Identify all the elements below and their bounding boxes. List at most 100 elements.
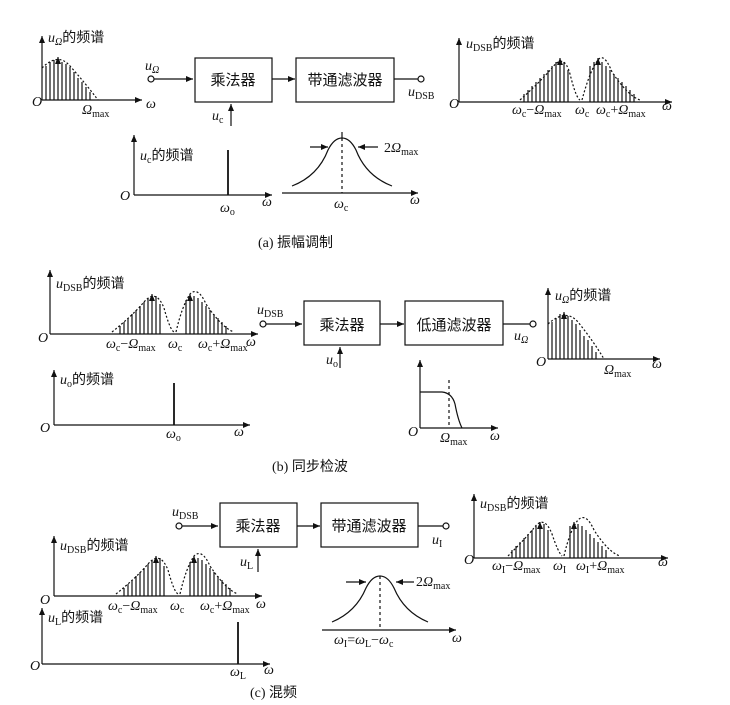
freq-label-wc-plus-c: ωc+Ωmax [200, 599, 250, 616]
spectrum-lines [119, 294, 227, 334]
caption-b: (b) 同步检波 [272, 460, 348, 475]
freq-label-wl: ωL [230, 665, 246, 682]
spectrum-u-l [39, 608, 270, 667]
lowpass-response-b [417, 360, 498, 431]
multiplier-block-a [194, 57, 273, 103]
spectrum-lines [511, 522, 607, 558]
axis-omega: ω [662, 99, 672, 114]
freq-label-wc-plus: ωc+Ωmax [596, 103, 646, 120]
axis-omega: ω [234, 425, 244, 440]
bandpass-block-a [295, 57, 395, 103]
origin-label: O [40, 421, 50, 436]
lowpass-block-b [404, 300, 504, 346]
origin-label: O [30, 659, 40, 674]
spectrum-u-o [51, 370, 250, 428]
freq-label-wc: ωc [575, 103, 590, 120]
spectrum-u-c [131, 135, 272, 198]
freq-label-wi-eq: ωI=ωL−ωc [334, 633, 394, 650]
freq-label-wi-plus: ωI+Ωmax [576, 559, 624, 576]
caption-c: (c) 混频 [250, 686, 298, 701]
label-u-o-spectrum: uo的频谱 [60, 372, 114, 390]
bandpass-label-a: 带通滤波器 [307, 71, 382, 89]
bandwidth-label-a: 2Ωmax [384, 141, 418, 158]
spectrum-u-omega-b [545, 288, 660, 362]
origin-label: O [449, 97, 459, 112]
bandpass-label-c: 带通滤波器 [331, 517, 406, 535]
section-b [47, 270, 660, 431]
axis-omega: ω [452, 631, 462, 646]
axis-omega: ω [658, 555, 668, 570]
spectrum-u-omega-a [39, 36, 142, 103]
spectrum-lines [551, 312, 597, 359]
origin-label: O [120, 189, 130, 204]
input-u-dsb-label-c: uDSB [172, 505, 199, 522]
lowpass-label-b: 低通滤波器 [416, 316, 491, 334]
omega-max-label-b: Ωmax [604, 363, 631, 380]
label-u-dsb-spectrum-c-out: uDSB的频谱 [480, 496, 548, 514]
freq-label-wc-bp: ωc [334, 197, 349, 214]
freq-label-wc-b: ωc [168, 337, 183, 354]
local-u-o-label-b: uo [326, 353, 338, 370]
spectrum-u-dsb-c-in [51, 536, 262, 599]
origin-label: O [40, 593, 50, 608]
axis-omega: ω [256, 597, 266, 612]
freq-label-wc-minus-c: ωc−Ωmax [108, 599, 158, 616]
freq-label-wc-plus-b: ωc+Ωmax [198, 337, 248, 354]
section-c [39, 494, 668, 667]
freq-label-wi: ωI [553, 559, 566, 576]
origin-label: O [536, 355, 546, 370]
origin-label: O [38, 331, 48, 346]
label-u-dsb-spectrum-b: uDSB的频谱 [56, 276, 124, 294]
local-u-l-label: uL [240, 555, 253, 572]
axis-omega: ω [146, 97, 156, 112]
spectrum-lines [45, 57, 91, 100]
axis-omega: ω [264, 663, 274, 678]
output-u-i-label: uI [432, 533, 442, 550]
bandwidth-label-c: 2Ωmax [416, 575, 450, 592]
input-u-omega-label: uΩ [145, 59, 159, 76]
multiplier-block-c [219, 502, 298, 548]
label-u-dsb-spectrum-c-in: uDSB的频谱 [60, 538, 128, 556]
origin-label: O [464, 553, 474, 568]
multiplier-label-b: 乘法器 [319, 316, 364, 334]
multiplier-label-c: 乘法器 [235, 517, 280, 535]
multiplier-label-a: 乘法器 [210, 71, 255, 89]
spectrum-lines [523, 58, 635, 102]
carrier-u-c-label: uc [212, 109, 224, 126]
label-u-dsb-spectrum-a: uDSB的频谱 [466, 36, 534, 54]
output-u-dsb-label-a: uDSB [408, 85, 435, 102]
freq-label-wi-minus: ωI−Ωmax [492, 559, 540, 576]
label-u-c-spectrum: uc的频谱 [140, 148, 193, 166]
input-u-dsb-label-b: uDSB [257, 303, 284, 320]
axis-omega: ω [652, 357, 662, 372]
axis-omega: ω [246, 335, 256, 350]
axis-omega: ω [490, 429, 500, 444]
axis-omega: ω [410, 193, 420, 208]
omega-max-label-lp: Ωmax [440, 431, 467, 448]
spectrum-lines [123, 556, 231, 596]
bandpass-response-a [282, 132, 418, 196]
labels: uΩ的频谱 O Ωmax ω uΩ 乘法器 带通滤波器 uDSB uc uDSB… [30, 30, 672, 682]
origin-label: O [408, 425, 418, 440]
spectrum-u-dsb-b [47, 270, 258, 337]
output-u-omega-label-b: uΩ [514, 329, 528, 346]
freq-label-wc-minus: ωc−Ωmax [512, 103, 562, 120]
axis-omega: ω [262, 195, 272, 210]
origin-label: O [32, 95, 42, 110]
freq-label-wc-c: ωc [170, 599, 185, 616]
label-u-omega-spectrum-b: uΩ的频谱 [555, 288, 611, 306]
multiplier-block-b [303, 300, 381, 346]
freq-label-wo-a: ωo [220, 201, 235, 218]
bandpass-response-c [322, 575, 456, 633]
caption-a: (a) 振幅调制 [258, 236, 334, 251]
section-a [39, 36, 672, 198]
spectrum-u-dsb-a [456, 38, 672, 105]
freq-label-wo-b: ωo [166, 427, 181, 444]
bandpass-block-c [320, 502, 419, 548]
omega-max-label: Ωmax [82, 103, 109, 120]
spectrum-u-dsb-c-out [471, 494, 668, 561]
label-u-omega-spectrum-a: uΩ的频谱 [48, 30, 104, 48]
label-u-l-spectrum: uL的频谱 [48, 610, 103, 628]
freq-label-wc-minus-b: ωc−Ωmax [106, 337, 156, 354]
